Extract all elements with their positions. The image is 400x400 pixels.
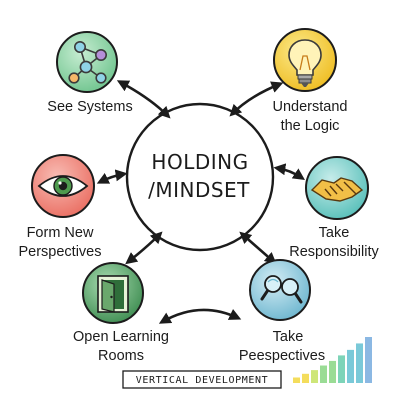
- label-form-perspectives-1: Form New: [27, 225, 94, 241]
- node-open-learning: Open Learning Rooms: [73, 262, 169, 364]
- growth-bar: [347, 349, 354, 383]
- handshake-icon: [310, 177, 364, 202]
- label-take-responsibility-2: Responsibility: [289, 244, 379, 260]
- eye-icon: [37, 175, 89, 197]
- arrow-take-responsibility: [273, 163, 305, 180]
- growth-bar: [329, 360, 336, 383]
- label-open-learning-1: Open Learning: [73, 329, 169, 345]
- arrow-open-learning: [125, 231, 163, 265]
- center-title-line2: /MINDSET: [148, 178, 250, 202]
- banner-text: VERTICAL DEVELOPMENT: [136, 375, 268, 386]
- label-take-perspectives-1: Take: [273, 329, 304, 345]
- node-take-perspectives: Take Peespectives: [239, 259, 325, 364]
- growth-bar: [365, 337, 372, 383]
- label-take-responsibility-1: Take: [319, 225, 350, 241]
- label-understand-logic-1: Understand: [273, 99, 348, 115]
- growth-bar: [338, 355, 345, 383]
- center-title-line1: HOLDING: [151, 150, 248, 174]
- arrow-take-perspectives: [239, 231, 277, 265]
- arrows: [96, 80, 305, 324]
- arrow-form-perspectives: [96, 169, 128, 184]
- growth-bar: [311, 370, 318, 383]
- label-understand-logic-2: the Logic: [281, 118, 340, 134]
- label-form-perspectives-2: Perspectives: [18, 244, 101, 260]
- arrow-bottom-link: [158, 308, 242, 324]
- network-nodes-icon: [68, 40, 108, 84]
- label-open-learning-2: Rooms: [98, 348, 144, 364]
- center-node: HOLDING /MINDSET: [125, 102, 275, 252]
- label-take-perspectives-2: Peespectives: [239, 348, 325, 364]
- node-take-responsibility: Take Responsibility: [289, 156, 379, 260]
- node-understand-logic: Understand the Logic: [273, 28, 348, 134]
- footer-banner: VERTICAL DEVELOPMENT: [122, 370, 282, 389]
- growth-bar: [302, 373, 309, 383]
- open-door-icon: [97, 275, 129, 313]
- label-see-systems-1: See Systems: [47, 99, 132, 115]
- growth-bar: [320, 365, 327, 383]
- growth-bars: [293, 337, 372, 383]
- arrow-see-systems: [116, 80, 171, 119]
- lightbulb-icon: [288, 39, 322, 87]
- magnifying-glass-icon: [260, 275, 303, 304]
- node-see-systems: See Systems: [47, 31, 133, 115]
- growth-bar: [356, 343, 363, 383]
- node-form-perspectives: Form New Perspectives: [18, 154, 102, 260]
- growth-bar: [293, 377, 300, 383]
- arrow-understand-logic: [229, 81, 284, 117]
